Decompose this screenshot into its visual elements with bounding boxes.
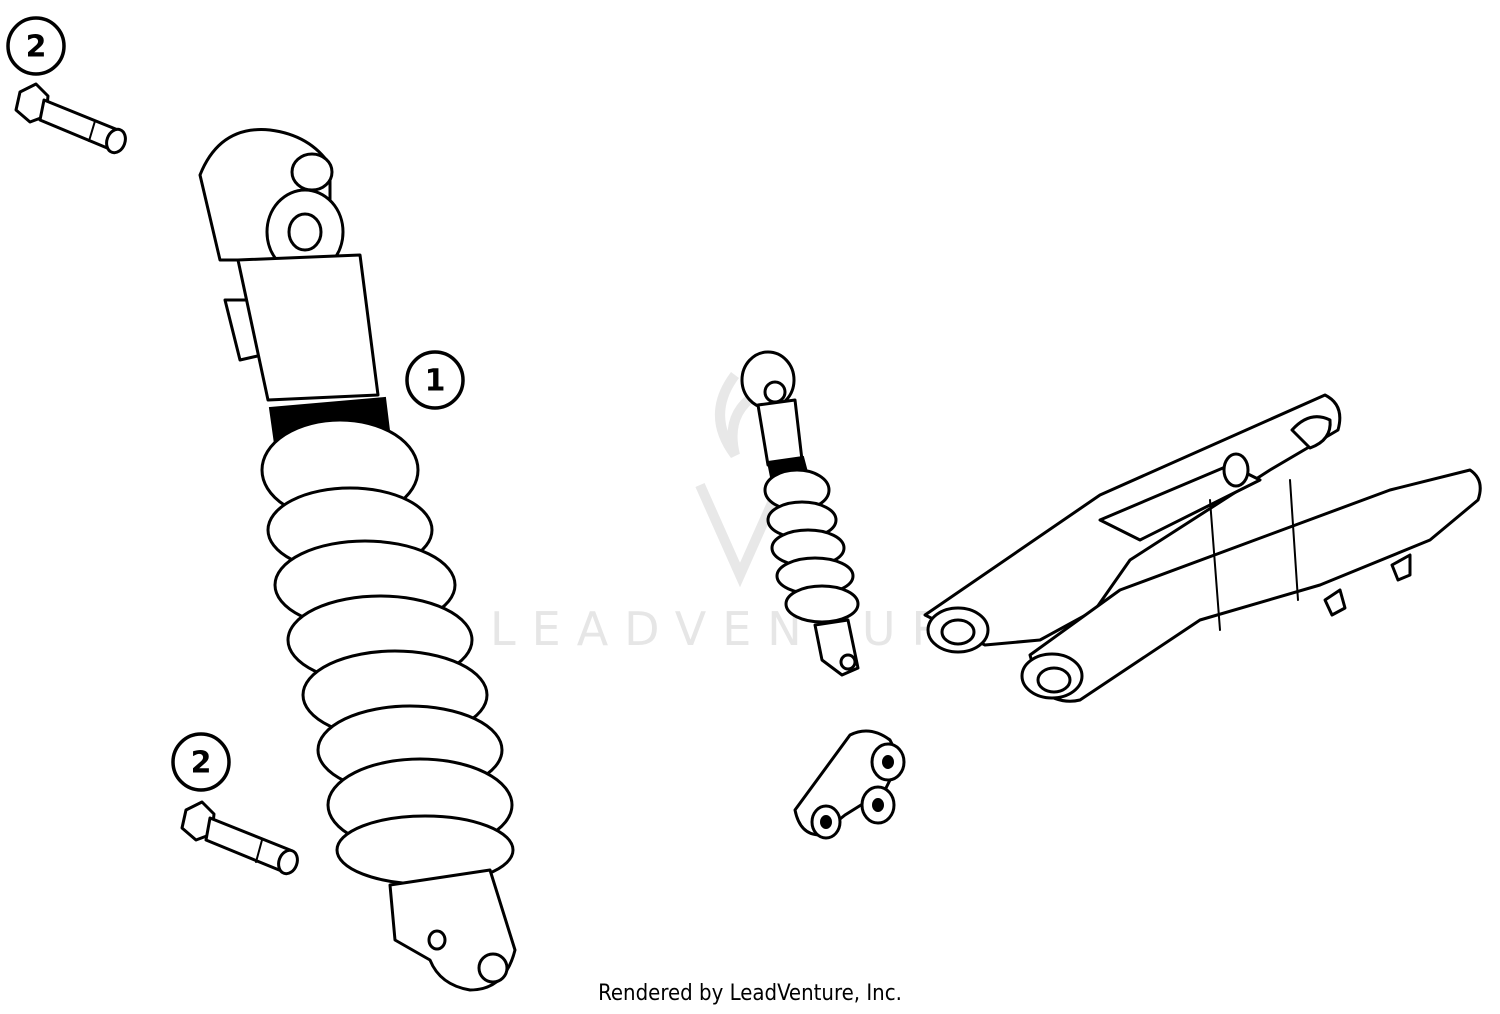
shock-absorber-large: [198, 128, 517, 992]
linkage-lever: [793, 729, 906, 840]
callout-2-upper[interactable]: 2: [6, 16, 66, 76]
render-credit: Rendered by LeadVenture, Inc.: [598, 981, 902, 1006]
bolt-upper: [14, 82, 127, 155]
callout-1-label: 1: [425, 364, 446, 399]
swingarm: [923, 393, 1482, 703]
callout-1[interactable]: 1: [405, 350, 465, 410]
callout-2-lower-label: 2: [191, 746, 212, 781]
watermark-text: LEADVENTURE: [490, 602, 1005, 656]
callout-2-lower[interactable]: 2: [171, 732, 231, 792]
watermark: LEADVENTURE: [490, 372, 1005, 656]
callout-2-upper-label: 2: [26, 30, 47, 65]
watermark-logo-icon: [695, 372, 785, 588]
bolt-lower: [180, 800, 299, 876]
shock-absorber-small: [740, 350, 860, 677]
